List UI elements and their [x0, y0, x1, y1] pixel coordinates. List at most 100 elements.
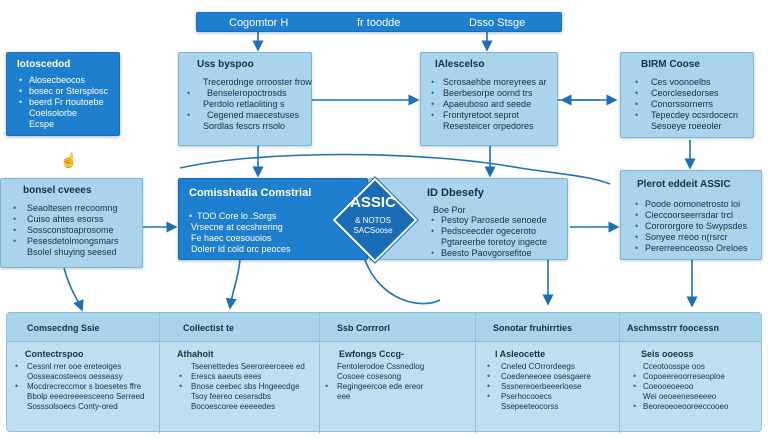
- bullet-icon: •: [635, 210, 639, 220]
- column-title: Contectrspoo: [25, 349, 84, 359]
- list-item: Wei oeoeeneseeeeo: [643, 392, 717, 401]
- list-item: Bnose ceebec sbs Hngeecdge: [191, 382, 300, 391]
- box-uss-byspoo: Uss byspoo Trecerodnge orrooster frow • …: [178, 52, 312, 146]
- list-item: TOO Core lo .Sorgs: [197, 211, 277, 221]
- box-birm-coose: BIRM Coose • Ces voonoelbs • Ceorclesedo…: [620, 52, 754, 138]
- list-item: Pestoy Parosede senoede: [441, 215, 547, 225]
- bullet-icon: •: [635, 232, 639, 242]
- decision-diamond: ASSIC & NOTOS SACSoose: [332, 177, 418, 263]
- column-header: Aschmsstrr foocessn: [627, 323, 720, 333]
- bottom-panel-header: [7, 313, 761, 342]
- list-item: Mocdrecreccmor s boesetes ffre: [27, 382, 142, 391]
- list-item: Cegened maecestuses: [207, 110, 300, 120]
- top-bar: Cogomtor H fr toodde Dsso Stsge: [196, 12, 562, 32]
- list-item: Bbolp eeeoreeeesceeno Serreed: [27, 392, 145, 401]
- list-item: Ssepeeteocorss: [501, 402, 559, 411]
- bullet-icon: •: [633, 381, 637, 391]
- list-item: Pgtareerbe toretoy ingecte: [441, 237, 548, 247]
- list-item: Fe haec coesouoios: [191, 233, 272, 243]
- bullet-icon: •: [189, 211, 193, 221]
- list-item: bosec or Stersplosc: [29, 86, 109, 96]
- bullet-icon: •: [179, 381, 183, 391]
- list-item: Tsoy feereo cesersdbs: [191, 392, 272, 401]
- box-title: ID Dbesefy: [427, 187, 484, 199]
- column-divider: [159, 313, 160, 433]
- list-item: Tseenettedes Seeroreerceee ed: [191, 362, 305, 371]
- list-item: Sssnereoerbeeerloese: [501, 382, 582, 391]
- bullet-icon: •: [487, 381, 491, 391]
- box-title: Comisshadia Comstrial: [189, 187, 312, 199]
- bullet-icon: •: [187, 88, 191, 98]
- list-item: Cieccoorseerrsdar trcl: [645, 210, 734, 220]
- bullet-icon: •: [431, 215, 435, 225]
- bullet-icon: •: [13, 225, 17, 235]
- list-item: Dolerr ld cold orc peoces: [191, 244, 291, 254]
- list-item: Trecerodnge orrooster frow: [203, 77, 312, 87]
- column-title: Ewfongs Cccg-: [339, 349, 405, 359]
- column-divider: [475, 313, 476, 433]
- bullet-icon: •: [635, 77, 639, 87]
- column-header: Sonotar fruhirrties: [493, 323, 573, 333]
- box-title: Plerot eddeit ASSIC: [637, 179, 731, 190]
- list-item: Sonyee rreoo n(rsrcr: [645, 232, 728, 242]
- column-title: I Asleocette: [495, 349, 546, 359]
- list-item: Ces voonoelbs: [651, 77, 711, 87]
- list-item: Pesesdetolmongsmars: [27, 236, 119, 246]
- list-item: Coedeneeoee osesgaere: [501, 372, 591, 381]
- list-item: Seaoltesen rrecoomng: [27, 203, 118, 213]
- diamond-title: ASSIC: [350, 194, 396, 211]
- list-item: Pererreenceosso Oreloes: [645, 243, 748, 253]
- box-title: bonsel cveees: [23, 185, 92, 196]
- list-item: Tepecdey ocsrdocecn: [651, 110, 739, 120]
- bullet-icon: •: [431, 88, 435, 98]
- list-item: beerd Fr rtoutoebe: [29, 97, 104, 107]
- bullet-icon: •: [15, 381, 19, 391]
- bullet-icon: •: [431, 248, 435, 258]
- diamond-line2: SACSoose: [353, 226, 393, 235]
- list-item: Cneled COrrordeegs: [501, 362, 575, 371]
- list-item: Vrsecne at cecshrering: [191, 222, 283, 232]
- list-item: Bsolel shuying seesed: [27, 247, 117, 257]
- list-item: Pedsceecder ogeceroto: [441, 226, 537, 236]
- list-item: Cuiso ahtes esorss: [27, 214, 104, 224]
- column-divider: [319, 313, 320, 433]
- column-divider: [619, 313, 620, 433]
- bullet-icon: •: [179, 371, 183, 381]
- bullet-icon: •: [19, 75, 23, 85]
- bullet-icon: •: [635, 110, 639, 120]
- box-plerot-eddeit: Plerot eddeit ASSIC • Poode oomonetrosto…: [620, 170, 762, 260]
- bullet-icon: •: [431, 99, 435, 109]
- list-item: Regingeercoe ede ereor: [337, 382, 424, 391]
- list-item: Oosseacosteeos oesseasy: [27, 372, 123, 381]
- bullet-icon: •: [487, 371, 491, 381]
- column-header: Collectist te: [183, 323, 235, 333]
- loop-center-down: [364, 259, 441, 305]
- box-iotoscedod: Iotoscedod • Alosecbeocos • bosec or Ste…: [6, 52, 120, 136]
- arrow-left-down: [63, 267, 84, 312]
- bottom-panel: Comsecdng Ssie Contectrspoo • Cessnl rre…: [6, 312, 762, 433]
- bullet-icon: •: [431, 110, 435, 120]
- bullet-icon: •: [635, 243, 639, 253]
- bullet-icon: •: [431, 226, 435, 236]
- list-item: Conorssornerrs: [651, 99, 714, 109]
- arrow-center-down-left: [225, 259, 241, 310]
- bullet-icon: •: [325, 381, 329, 391]
- bullet-icon: •: [635, 88, 639, 98]
- bullet-icon: •: [13, 236, 17, 246]
- list-item: Ecspe: [29, 119, 55, 129]
- list-item: Pserhocooecs: [501, 392, 552, 401]
- list-item: Coeooeoeeoo: [643, 382, 694, 391]
- bullet-icon: •: [633, 401, 637, 411]
- loop-center-top: [179, 153, 611, 185]
- list-item: Sosssolsoecs Conty-ored: [27, 402, 118, 411]
- list-item: eee: [337, 392, 351, 401]
- list-item: Corororgore to Swypsdes: [645, 221, 748, 231]
- list-item: Resesteicer orpedores: [443, 121, 534, 131]
- top-bar-right-label: Dsso Stsge: [469, 17, 526, 29]
- bullet-icon: •: [15, 361, 19, 371]
- bullet-icon: •: [187, 110, 191, 120]
- column-title: Athahoit: [177, 349, 214, 359]
- bullet-icon: •: [19, 97, 23, 107]
- list-item: Copoeereoorreseoploe: [643, 372, 725, 381]
